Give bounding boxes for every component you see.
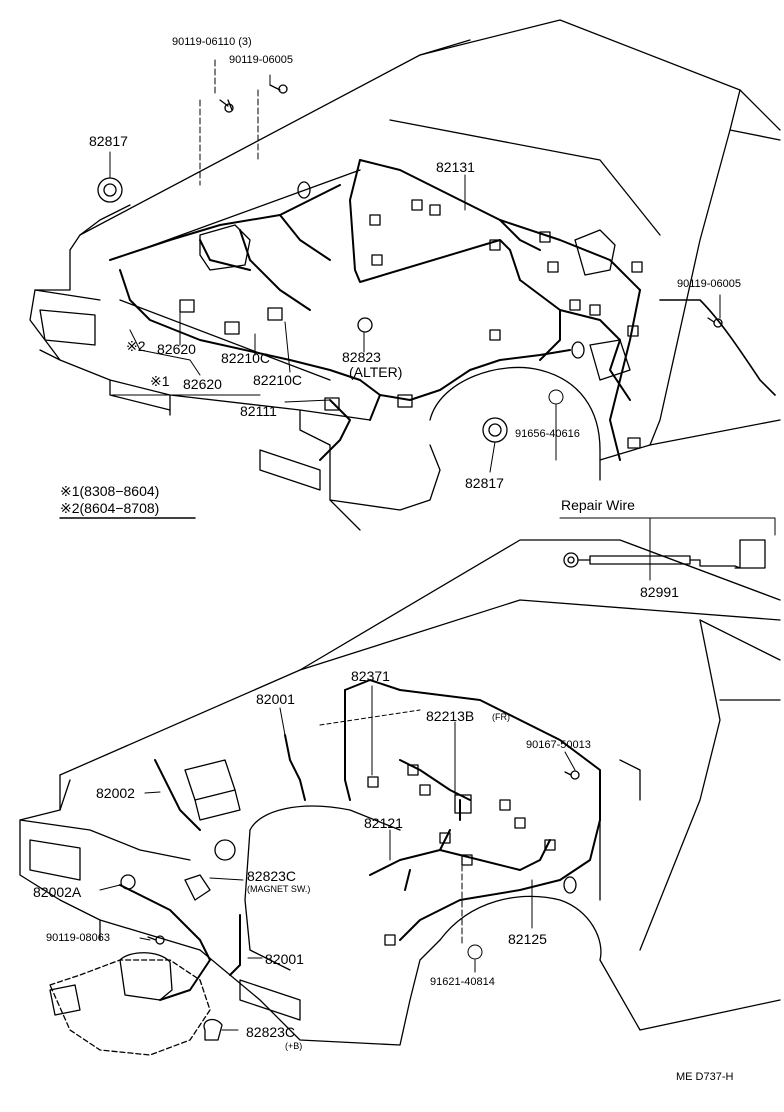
upper-vehicle-body bbox=[29, 19, 781, 531]
part-label-82002: 82002 bbox=[96, 785, 135, 801]
part-label-82001-a: 82001 bbox=[256, 691, 295, 707]
note-range-2: ※2(8604−8708) bbox=[60, 500, 160, 516]
part-label-82620-b: 82620 bbox=[183, 376, 222, 392]
part-label-82210c-a: 82210C bbox=[221, 350, 271, 366]
marker-2: ※2 bbox=[126, 338, 146, 354]
lower-harness bbox=[119, 679, 601, 1001]
part-label-82131: 82131 bbox=[436, 159, 475, 175]
upper-leader-lines bbox=[109, 59, 721, 473]
part-label-82371: 82371 bbox=[351, 668, 390, 684]
part-label-82213b: 82213B bbox=[426, 708, 475, 724]
part-label-82823c-b: 82823C bbox=[246, 1024, 296, 1040]
lower-leader-lines bbox=[99, 685, 576, 1031]
diagram-code: ME D737-H bbox=[676, 1071, 734, 1083]
part-label-90119-06005-a: 90119-06005 bbox=[229, 54, 294, 66]
repair-wire-group bbox=[559, 517, 776, 581]
part-label-82823c-b-plus: (+B) bbox=[285, 1041, 303, 1051]
lower-components bbox=[120, 759, 580, 1041]
part-label-82991: 82991 bbox=[640, 584, 679, 600]
part-label-90119-06110: 90119-06110 (3) bbox=[172, 36, 252, 48]
part-label-91621-40814: 91621-40814 bbox=[430, 976, 495, 988]
part-label-82817-b: 82817 bbox=[465, 475, 504, 491]
part-label-82125: 82125 bbox=[508, 931, 547, 947]
part-label-82213b-fr: (FR) bbox=[492, 712, 510, 722]
note-range-1: ※1(8308−8604) bbox=[60, 483, 160, 499]
part-label-90119-08063: 90119-08063 bbox=[46, 932, 111, 944]
part-label-82210c-b: 82210C bbox=[253, 372, 303, 388]
part-label-82002a: 82002A bbox=[33, 884, 82, 900]
part-label-82823: 82823 bbox=[342, 349, 381, 365]
upper-harness-82111 bbox=[109, 184, 571, 461]
part-label-82001-b: 82001 bbox=[265, 951, 304, 967]
upper-harness-82131 bbox=[349, 159, 641, 461]
part-label-90167-50013: 90167-50013 bbox=[526, 739, 591, 751]
part-label-magnet-sw: (MAGNET SW.) bbox=[247, 884, 311, 894]
part-label-82823c-a: 82823C bbox=[247, 868, 297, 884]
part-label-82620-a: 82620 bbox=[157, 341, 196, 357]
part-label-alter: (ALTER) bbox=[349, 364, 403, 380]
repair-wire-title: Repair Wire bbox=[561, 497, 635, 513]
upper-components bbox=[97, 84, 776, 449]
part-label-90119-06005-b: 90119-06005 bbox=[677, 278, 742, 290]
part-label-82121: 82121 bbox=[364, 815, 403, 831]
marker-1: ※1 bbox=[150, 373, 170, 389]
part-label-82817-a: 82817 bbox=[89, 133, 128, 149]
part-label-82111: 82111 bbox=[240, 403, 277, 419]
part-label-91656-40616: 91656-40616 bbox=[515, 428, 580, 440]
